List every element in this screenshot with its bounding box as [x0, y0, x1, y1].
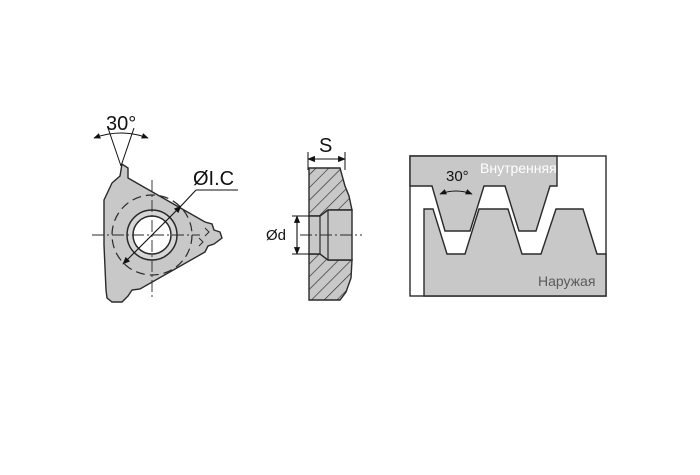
insert-notch: [204, 227, 210, 237]
flank-angle-arc: [439, 189, 473, 195]
flank-angle-label: 30°: [446, 168, 469, 185]
internal-thread-body: [409, 155, 558, 232]
section-body-upper: [308, 167, 353, 217]
ic-dimension-line: [122, 205, 182, 265]
thread-profile-view: Внутренняя Наружая 30°: [409, 155, 607, 297]
ic-label: ØI.C: [193, 168, 234, 190]
thickness-label: S: [319, 135, 332, 157]
external-thread-label: Наружая: [538, 273, 595, 289]
tip-angle-label: 30°: [106, 113, 136, 135]
ic-leader-line: [180, 189, 197, 207]
insert-notch: [198, 237, 204, 247]
external-thread-body: [423, 208, 607, 297]
bore-label: Ød: [266, 227, 286, 244]
insert-top-view: ØI.C 30°: [92, 113, 238, 303]
section-body-lower: [308, 253, 353, 301]
internal-thread-label: Внутренняя: [480, 160, 557, 176]
insert-section-view: S Ød: [266, 135, 362, 301]
tip-angle-arc: [93, 132, 149, 139]
